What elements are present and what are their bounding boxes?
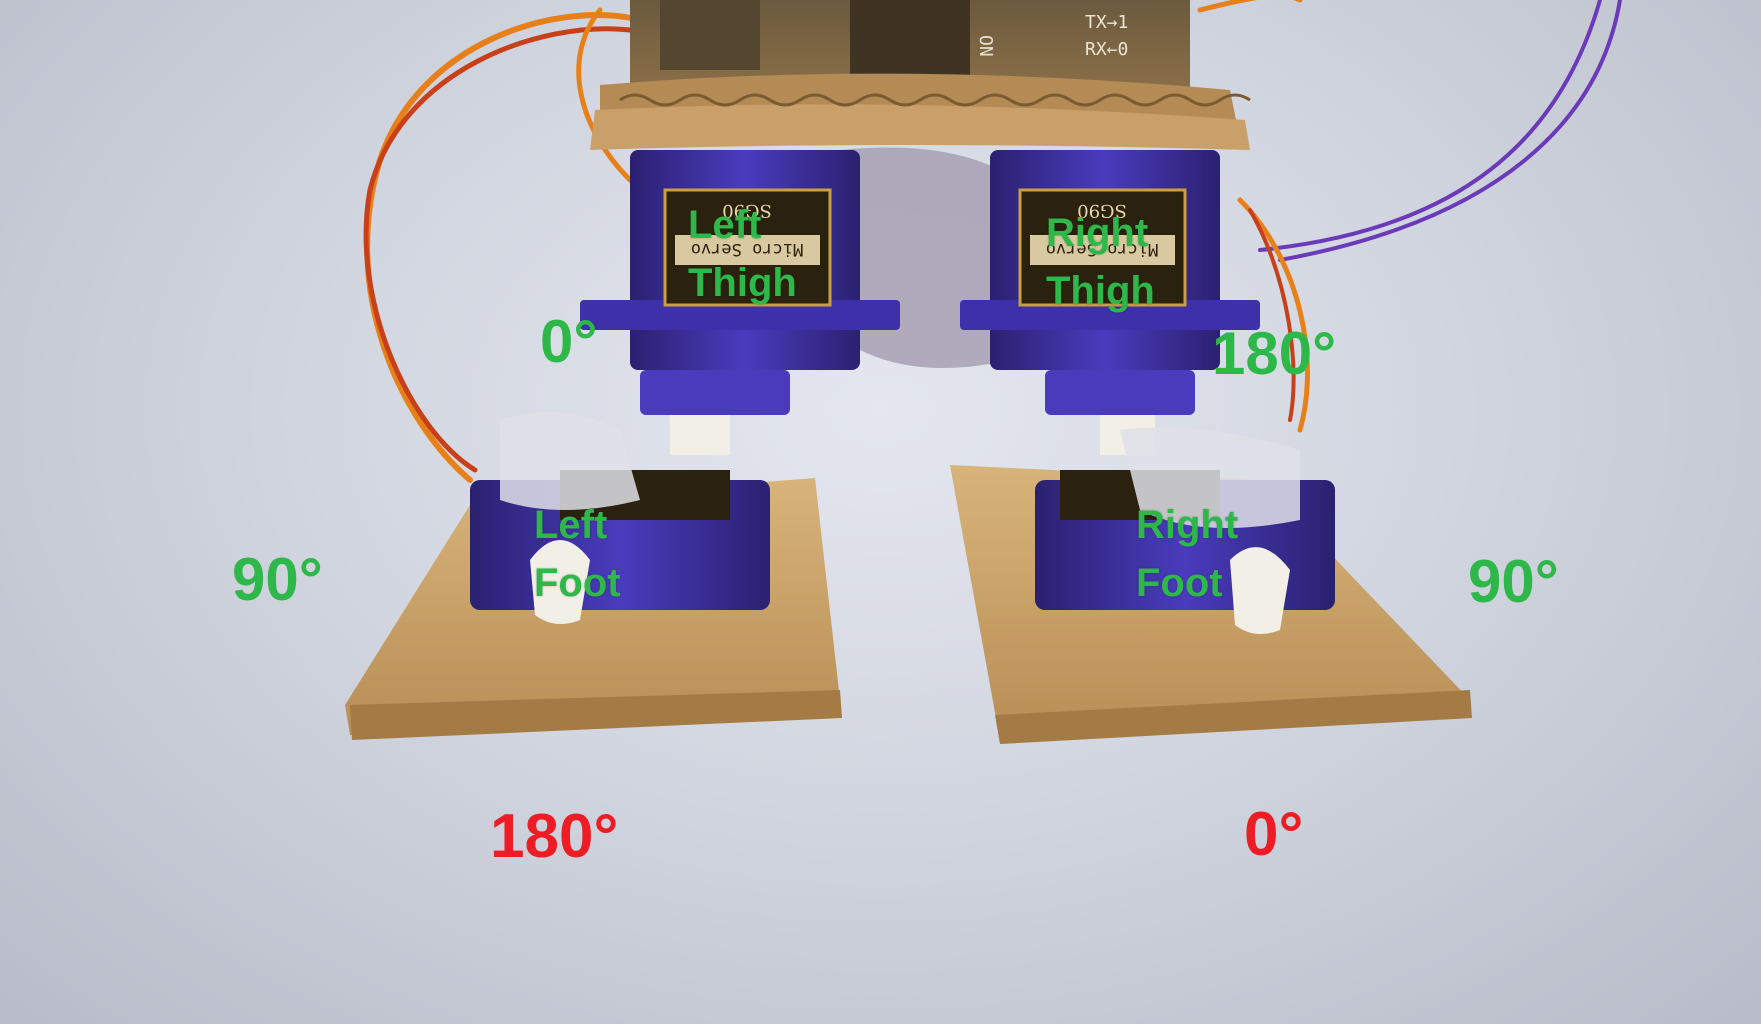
right-thigh-label: Right Thigh (1046, 204, 1155, 320)
glue-blob (840, 147, 1010, 368)
board-on-text: ON (975, 35, 996, 57)
left-servo-brand-text: Micro Servo (691, 239, 804, 259)
left-foot-label: Left Foot (534, 496, 621, 612)
arduino-board: ON TX→1 RX←0 (630, 0, 1190, 90)
left-thigh-label-line1: Left (688, 203, 762, 247)
right-thigh-servo: SG90 Micro Servo (960, 150, 1260, 455)
right-thigh-label-line1: Right (1046, 211, 1149, 255)
wires (363, 0, 1622, 483)
left-foot-bottom-angle-label: 180° (490, 802, 619, 871)
right-servo-model-text: SG90 (1077, 200, 1127, 221)
left-thigh-label: Left Thigh (688, 196, 797, 312)
left-thigh-label-line2: Thigh (688, 261, 797, 305)
right-thigh-label-line2: Thigh (1046, 269, 1155, 313)
right-foot-label-line1: Right (1136, 503, 1239, 547)
left-thigh-angle-label: 0° (540, 308, 598, 375)
right-foot-label-line2: Foot (1136, 561, 1223, 605)
right-servo-brand-text: Micro Servo (1046, 239, 1159, 259)
left-servo-model-text: SG90 (722, 200, 772, 221)
left-thigh-servo: SG90 Micro Servo (580, 150, 900, 455)
left-foot-servo (470, 412, 770, 624)
right-foot-side-angle-label: 90° (1468, 548, 1559, 615)
cardboard-layer (590, 73, 1251, 150)
left-foot-side-angle-label: 90° (232, 546, 323, 613)
right-foot-bottom-angle-label: 0° (1244, 800, 1304, 869)
board-rx-text: RX←0 (1085, 39, 1128, 60)
left-foot-label-line1: Left (534, 503, 608, 547)
left-foot-label-line2: Foot (534, 561, 621, 605)
right-foot-label: Right Foot (1136, 496, 1238, 612)
board-tx-text: TX→1 (1085, 12, 1128, 33)
right-thigh-angle-label: 180° (1212, 320, 1337, 387)
right-foot-servo (1035, 427, 1335, 634)
